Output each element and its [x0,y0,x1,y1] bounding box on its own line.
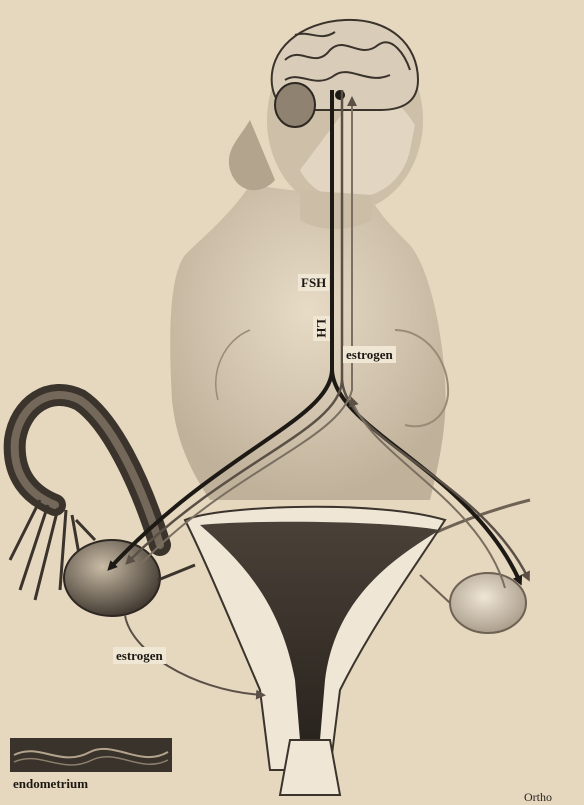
estrogen-label-bottom: estrogen [113,647,166,664]
ovary-left [64,540,195,616]
lh-label: LH [313,316,330,341]
fsh-label: FSH [298,274,329,291]
estrogen-label-top: estrogen [343,346,396,363]
endometrium-inset [10,738,172,772]
ovary-right [420,573,526,633]
photo-credit: Ortho [524,790,552,805]
uterus [185,507,445,795]
endometrium-label: endometrium [10,775,91,792]
